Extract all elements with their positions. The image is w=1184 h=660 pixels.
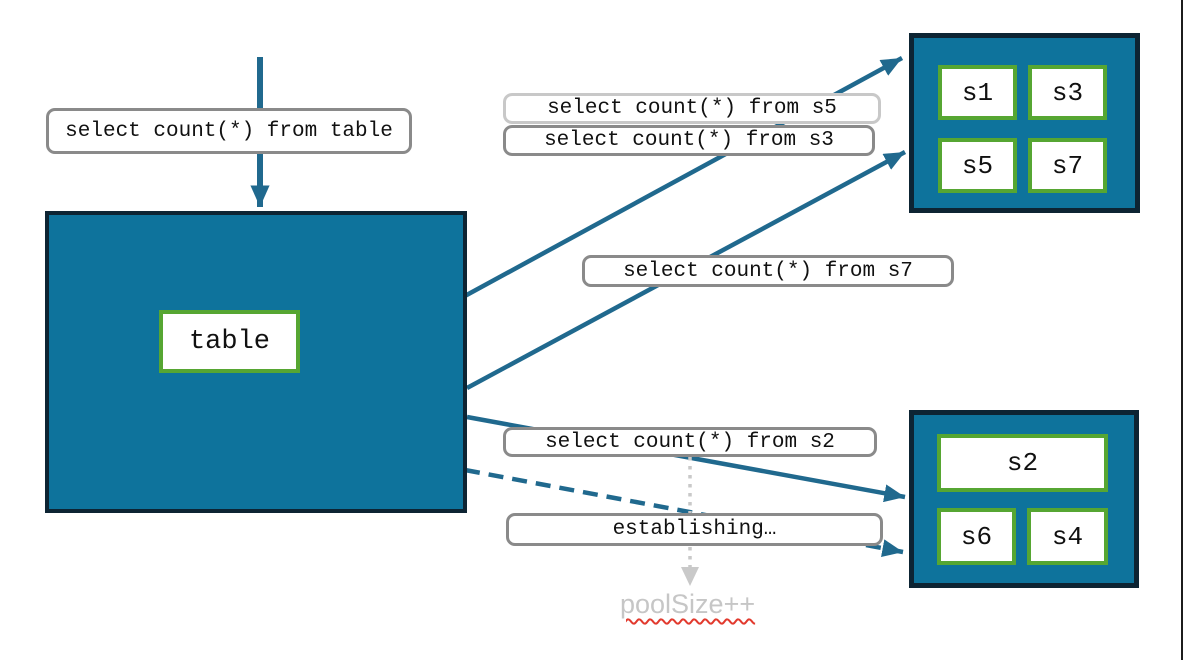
shard-group-bottom: s2 s6 s4 <box>909 410 1139 588</box>
screen-edge-divider <box>1181 0 1183 660</box>
shard-cell-s6: s6 <box>937 508 1016 565</box>
label-query-s3: select count(*) from s3 <box>503 125 875 156</box>
table-label: table <box>159 310 300 373</box>
label-query-s7: select count(*) from s7 <box>582 255 954 287</box>
poolsize-annotation: poolSize++ <box>620 589 756 619</box>
shard-group-top: s1 s3 s5 s7 <box>909 33 1140 213</box>
label-query-s2: select count(*) from s2 <box>503 427 877 457</box>
label-query-table: select count(*) from table <box>46 108 412 154</box>
shard-cell-s1: s1 <box>938 65 1017 120</box>
label-establishing: establishing… <box>506 513 883 546</box>
shard-cell-s7: s7 <box>1028 138 1107 193</box>
poolsize-arrowhead-icon <box>681 567 699 586</box>
shard-cell-s2: s2 <box>937 434 1108 492</box>
label-query-s5: select count(*) from s5 <box>503 93 881 124</box>
shard-cell-s5: s5 <box>938 138 1017 193</box>
shard-cell-s4: s4 <box>1027 508 1108 565</box>
shard-cell-s3: s3 <box>1028 65 1107 120</box>
